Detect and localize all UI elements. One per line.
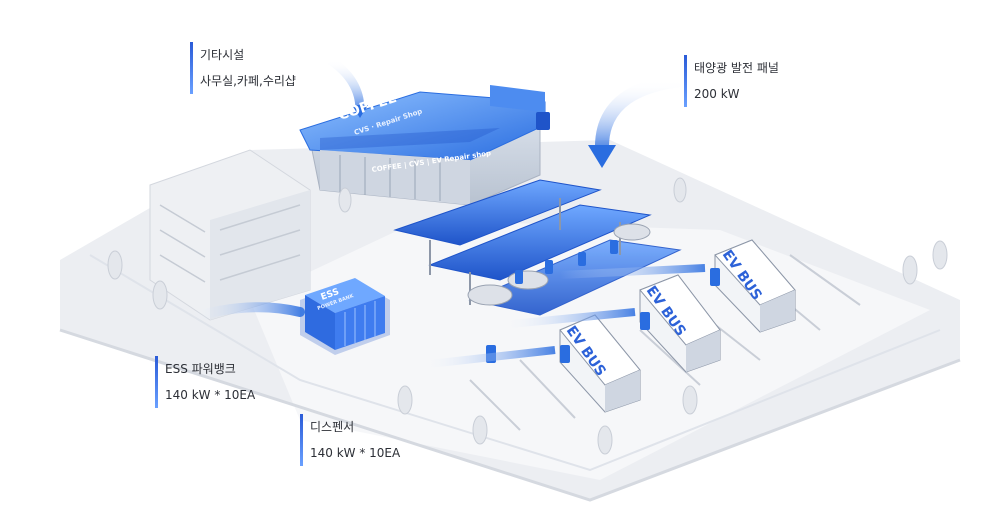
bus-1: [559, 314, 641, 413]
ess-unit: [300, 278, 390, 355]
callout-solar-title: 태양광 발전 패널: [694, 61, 779, 75]
callout-ess-title: ESS 파워뱅크: [165, 362, 236, 376]
bus-2: [639, 274, 721, 373]
callout-solar-detail: 200 kW: [694, 87, 740, 101]
callout-bar: [300, 414, 303, 466]
callout-solar: 태양광 발전 패널 200 kW: [684, 55, 779, 107]
callout-dispenser-detail: 140 kW * 10EA: [310, 446, 401, 460]
dispensers: [486, 240, 720, 363]
callout-bar: [155, 356, 158, 408]
callout-ess-detail: 140 kW * 10EA: [165, 388, 256, 402]
facilities-arrow-head: [352, 105, 368, 118]
coffee-cup-icon: [536, 112, 550, 130]
callout-bar: [684, 55, 687, 107]
main-building: [299, 85, 550, 206]
callout-dispenser-title: 디스펜서: [310, 420, 355, 434]
parked-cars: [467, 223, 651, 306]
callout-facilities-detail: 사무실,카페,수리샵: [200, 74, 296, 88]
solar-arrow-head: [588, 145, 616, 168]
road-edge: [59, 328, 961, 502]
callout-facilities-title: 기타시설: [200, 48, 245, 62]
flow-arrows: [185, 56, 706, 369]
callout-ess: ESS 파워뱅크 140 kW * 10EA: [155, 356, 255, 408]
office-building: [149, 149, 311, 321]
callout-facilities: 기타시설 사무실,카페,수리샵: [190, 42, 296, 94]
decor-trees: [107, 177, 948, 455]
callout-bar: [190, 42, 193, 94]
callout-dispenser: 디스펜서 140 kW * 10EA: [300, 414, 400, 466]
